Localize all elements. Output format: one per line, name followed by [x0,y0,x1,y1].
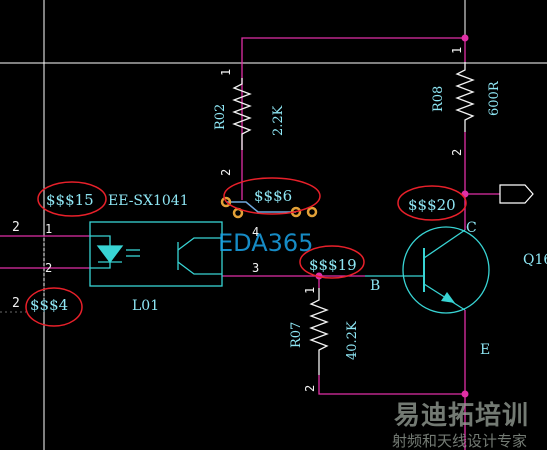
resistor-r02-body [232,78,252,150]
eda365-watermark: EDA365 [218,229,313,257]
resistor-r07[interactable]: 1 2 R07 40.2K [289,287,360,392]
r02-reference: R02 [213,104,228,130]
net-label-15: $$$15 [46,191,94,209]
r02-pin1-number: 1 [219,69,233,76]
l01-reference: L01 [132,298,159,314]
junction-dot [461,34,469,42]
highlight-ellipse [397,185,467,221]
output-port-flag[interactable] [499,184,534,204]
transistor-q16[interactable]: C B E Q16 [365,220,547,358]
r07-pin1-number: 1 [303,287,317,294]
q16-collector-lead [423,229,466,259]
r08-pin1-number: 1 [450,47,464,54]
l01-phototransistor-icon [177,237,222,275]
highlight-ellipse [299,245,365,279]
l01-pin3-number: 3 [252,261,259,275]
guide-lines [0,235,45,313]
highlight-ellipse [25,287,83,327]
q16-base-label: B [370,278,380,294]
l01-pin4-number: 4 [252,225,259,239]
net-label-6: $$$6 [254,187,292,205]
r07-value: 40.2K [345,321,360,360]
highlight-ellipse [37,181,107,217]
brand-title: 易迪拓培训 [394,401,529,431]
net-label-19: $$$19 [309,256,357,274]
l01-led-icon [90,235,140,269]
r08-reference: R08 [431,86,446,112]
q16-emitter-arrow-icon [441,292,455,303]
optocoupler-l01[interactable]: 1 2 3 4 EE-SX1041 L01 [45,193,259,314]
resistor-r08-body [455,62,475,132]
net-label-4: $$$4 [30,296,68,314]
resistor-r08[interactable]: 1 2 R08 600R [431,47,502,156]
brand-subtitle: 射频和天线设计专家 [392,432,527,450]
connector-pin-label: 2 [12,220,20,235]
l01-pin2-number: 2 [45,261,52,275]
q16-emitter-label: E [480,342,490,358]
r07-pin2-number: 2 [303,385,317,392]
r08-pin2-number: 2 [450,149,464,156]
q16-reference: Q16 [523,252,547,268]
r07-reference: R07 [289,322,304,348]
l01-part-number: EE-SX1041 [108,193,189,209]
l01-outline [89,221,223,287]
q16-collector-label: C [466,220,477,236]
connector-pin-label: 2 [12,296,20,311]
q16-body [402,226,490,314]
r02-pin2-number: 2 [219,169,233,176]
pad-icon[interactable] [306,206,318,218]
wire-r07-bottom[interactable] [318,375,465,395]
highlight-ellipse [223,177,321,215]
r08-value: 600R [487,80,502,116]
r02-value: 2.2K [271,105,286,136]
brand-watermark: 易迪拓培训 射频和天线设计专家 [392,401,529,450]
resistor-r07-body [309,288,329,375]
pad-icon[interactable] [220,196,232,208]
net-labels: $$$15 $$$6 $$$20 $$$19 $$$4 [30,187,456,314]
resistor-r02[interactable]: 1 2 R02 2.2K [213,69,286,176]
net-label-20: $$$20 [408,196,456,214]
junction-dot [461,390,469,398]
pad-trace [226,201,296,213]
highlight-annotations [25,177,467,327]
l01-pin1-number: 1 [45,222,52,236]
